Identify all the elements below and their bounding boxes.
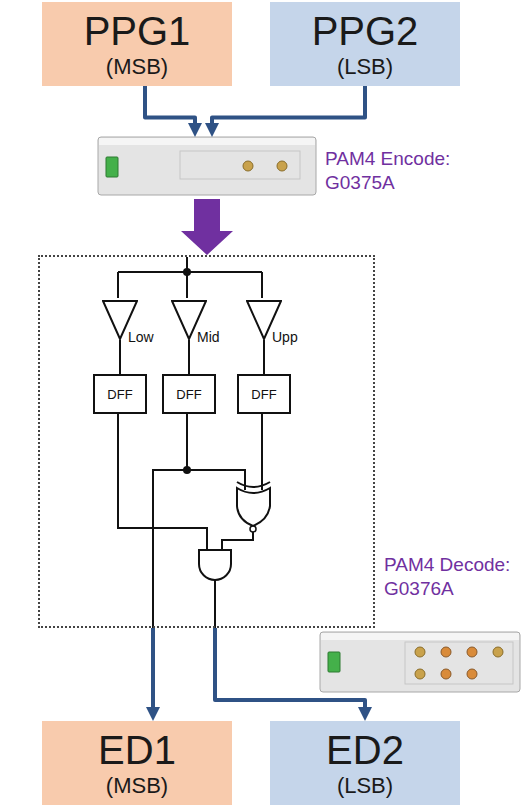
comparator-label: Upp	[272, 329, 298, 345]
flip-flop-label: DFF	[251, 387, 276, 402]
comparator-label: Low	[128, 329, 154, 345]
node-subtitle: (LSB)	[337, 773, 393, 798]
sma-connector	[277, 161, 287, 171]
signal-arrow	[145, 86, 195, 125]
input-wire	[186, 257, 188, 298]
node-subtitle: (LSB)	[337, 54, 393, 79]
and-output-wire	[214, 580, 216, 628]
encoder-device: PAM4 Encode: G0375A	[98, 137, 316, 195]
and-gate	[199, 550, 231, 580]
pattern-generator-box: PPG2(LSB)	[270, 2, 460, 86]
input-wire	[117, 272, 119, 298]
sma-connector	[441, 669, 451, 679]
node-title: PPG2	[312, 8, 419, 54]
device-panel	[180, 151, 300, 179]
device-housing	[320, 632, 520, 692]
junction-dot	[183, 268, 191, 276]
node-subtitle: (MSB)	[106, 54, 168, 79]
comparator: Mid	[171, 300, 207, 340]
xnor-output-wire	[222, 532, 253, 550]
flip-flop-box: DFF	[237, 374, 291, 414]
power-switch	[106, 157, 118, 177]
sma-connector	[467, 647, 477, 657]
device-label: PAM4 Encode: G0375A	[325, 147, 465, 195]
signal-arrow	[215, 628, 365, 709]
mid-wire	[153, 412, 187, 628]
device-bevel	[99, 138, 315, 145]
flip-flop-box: DFF	[93, 374, 147, 414]
device-panel	[405, 642, 513, 684]
comparator-label: Mid	[197, 329, 220, 345]
comparator: Upp	[246, 300, 282, 340]
flip-flop-box: DFF	[162, 374, 216, 414]
error-detector-box: ED2(LSB)	[270, 721, 460, 805]
flip-flop-label: DFF	[176, 387, 201, 402]
flip-flop-label: DFF	[107, 387, 132, 402]
device-bevel	[321, 633, 519, 640]
sma-connector	[415, 669, 425, 679]
low-wire	[118, 412, 207, 550]
comparator: Low	[102, 300, 138, 340]
upp-wire	[261, 412, 263, 490]
junction-dot	[183, 466, 191, 474]
device-label: PAM4 Decode: G0376A	[384, 553, 524, 601]
error-detector-box: ED1(MSB)	[42, 721, 232, 805]
device-housing	[98, 137, 316, 195]
input-wire	[261, 272, 263, 298]
sma-connector	[493, 647, 503, 657]
xnor-gate	[237, 488, 270, 526]
node-title: ED1	[98, 727, 176, 773]
power-switch	[328, 652, 340, 672]
pattern-generator-box: PPG1(MSB)	[42, 2, 232, 86]
node-title: PPG1	[84, 8, 191, 54]
internal-wire	[188, 340, 190, 374]
node-title: ED2	[326, 727, 404, 773]
sma-connector	[415, 647, 425, 657]
node-subtitle: (MSB)	[106, 773, 168, 798]
sma-connector	[467, 669, 477, 679]
signal-arrow	[212, 86, 365, 125]
internal-wire	[263, 340, 265, 374]
encoder-output-arrow	[181, 199, 233, 255]
signal-arrow	[151, 628, 155, 709]
xnor-bubble	[250, 526, 256, 532]
internal-wire	[119, 340, 121, 374]
sma-connector	[441, 647, 451, 657]
decoder-block: PAM4 Decode: G0376ALowMidUppDFFDFFDFF	[38, 255, 375, 628]
sma-connector	[243, 161, 253, 171]
xnor-gate	[237, 482, 270, 487]
